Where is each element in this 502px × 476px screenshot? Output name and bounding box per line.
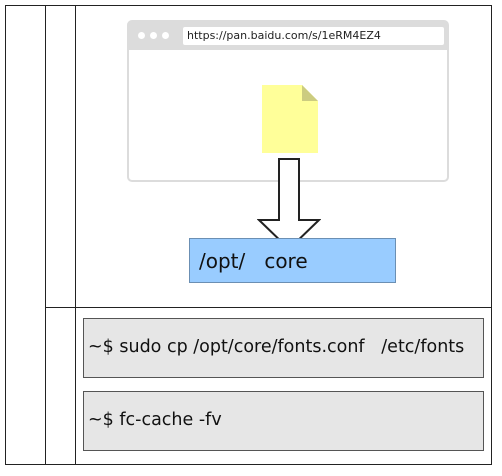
window-dot-icon (162, 32, 169, 39)
address-bar: https://pan.baidu.com/s/1eRM4EZ4 (183, 27, 444, 45)
command-fc-cache: ~$ fc-cache -fv (83, 391, 484, 451)
window-dot-icon (138, 32, 145, 39)
target-directory-box: /opt/ core (189, 238, 396, 283)
browser-window: https://pan.baidu.com/s/1eRM4EZ4 (127, 20, 449, 182)
document-icon (262, 85, 318, 153)
window-dot-icon (150, 32, 157, 39)
column-divider (45, 5, 46, 465)
column-divider (75, 5, 76, 465)
command-copy-fonts-conf: ~$ sudo cp /opt/core/fonts.conf /etc/fon… (83, 318, 484, 378)
browser-toolbar: https://pan.baidu.com/s/1eRM4EZ4 (129, 22, 447, 50)
row-divider (45, 307, 492, 308)
down-arrow-icon (257, 158, 321, 250)
